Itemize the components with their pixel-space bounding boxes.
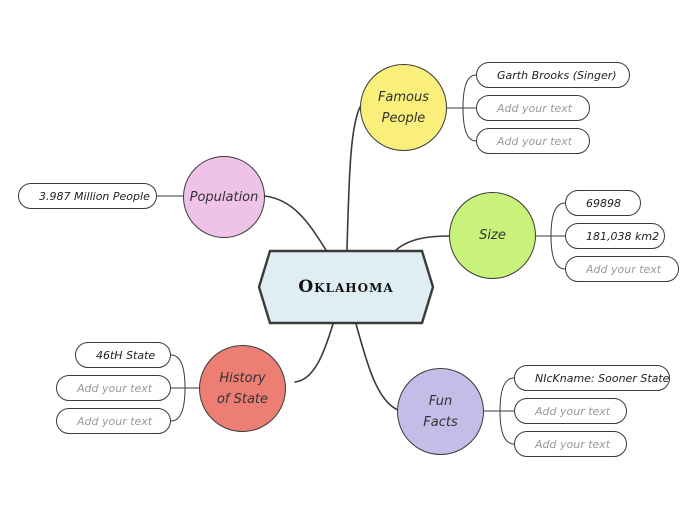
size-item-2[interactable]: 181,038 km2 — [565, 223, 665, 249]
connector-size — [395, 235, 451, 251]
history-item-2[interactable]: Add your text — [56, 375, 171, 401]
bracket-fun-facts — [484, 377, 515, 445]
history-item-1[interactable]: 46tH State — [75, 342, 171, 368]
connector-fun-facts — [355, 323, 399, 411]
population-item-1[interactable]: 3.987 Million People — [18, 183, 157, 209]
famous-people-item-2[interactable]: Add your text — [476, 95, 590, 121]
topic-size[interactable]: Size — [449, 192, 536, 279]
history-item-3[interactable]: Add your text — [56, 408, 171, 434]
bracket-history — [170, 354, 199, 422]
size-item-3[interactable]: Add your text — [565, 256, 679, 282]
root-hexagon[interactable] — [257, 249, 435, 325]
famous-people-item-1[interactable]: Garth Brooks (Singer) — [476, 62, 630, 88]
root-title: Oklahoma — [298, 277, 394, 297]
size-item-1[interactable]: 69898 — [565, 190, 641, 216]
bracket-size — [536, 202, 566, 270]
connector-population — [264, 195, 327, 251]
topic-famous-people[interactable]: Famous People — [360, 64, 447, 151]
topic-history-of-state[interactable]: History of State — [199, 345, 286, 432]
fun-facts-item-3[interactable]: Add your text — [514, 431, 627, 457]
fun-facts-item-2[interactable]: Add your text — [514, 398, 627, 424]
connector-history — [294, 323, 334, 383]
topic-population[interactable]: Population — [183, 156, 265, 238]
connector-famous-people — [346, 103, 363, 251]
topic-fun-facts[interactable]: Fun Facts — [397, 368, 484, 455]
fun-facts-item-1[interactable]: NIcKname: Sooner State — [514, 365, 670, 391]
bracket-famous-people — [447, 74, 477, 142]
famous-people-item-3[interactable]: Add your text — [476, 128, 590, 154]
